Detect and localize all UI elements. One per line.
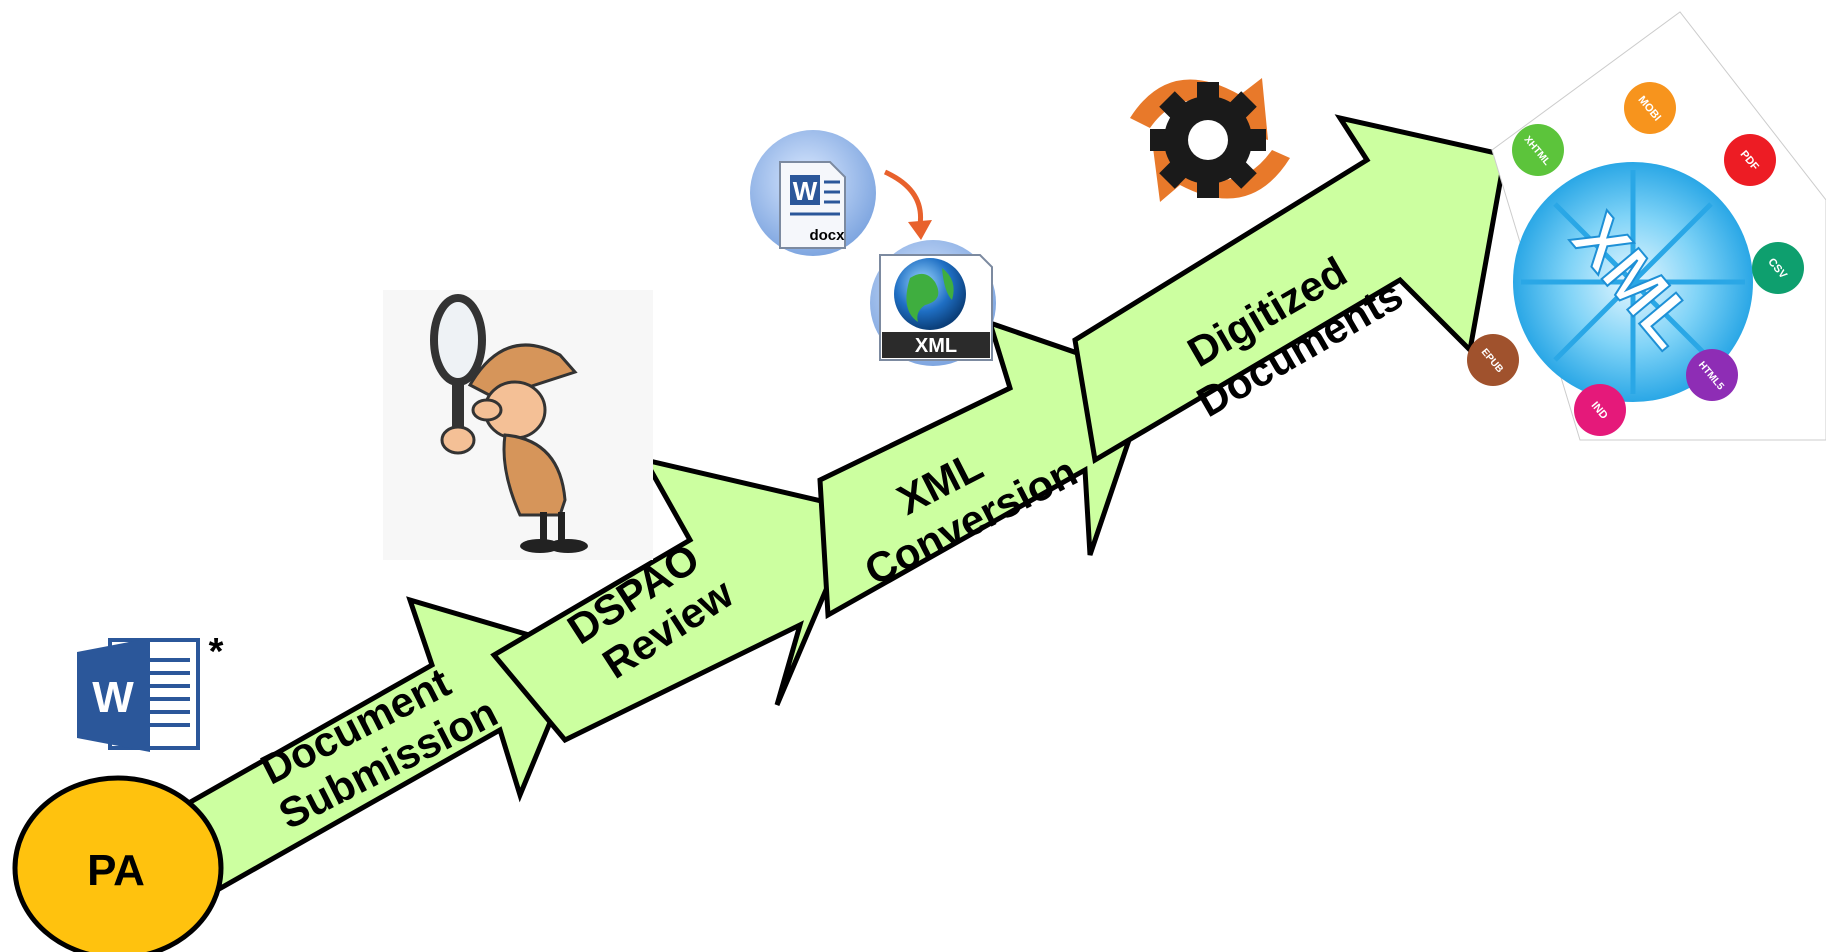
format-badge-xhtml: XHTML bbox=[1512, 124, 1564, 176]
word-document-icon: W bbox=[77, 638, 200, 752]
docx-label: docx bbox=[809, 227, 845, 244]
format-badge-html5: HTML5 bbox=[1686, 349, 1738, 401]
docx-to-xml-icons: W docx XML bbox=[750, 130, 996, 366]
asterisk-mark: * bbox=[209, 631, 224, 673]
xml-hub: XML XHTML MOBI PDF CSV HTML5 IND E bbox=[1467, 11, 1826, 441]
arrow-step-xml-conversion bbox=[817, 319, 1154, 620]
gear-cycle-icon bbox=[1130, 78, 1290, 202]
format-badge-csv: CSV bbox=[1752, 242, 1804, 294]
pa-circle bbox=[12, 775, 224, 952]
pa-label: PA bbox=[87, 846, 145, 895]
format-badge-epub: EPUB bbox=[1467, 334, 1519, 386]
gear-icon bbox=[1150, 82, 1266, 198]
format-badge-pdf: PDF bbox=[1724, 134, 1776, 186]
format-badge-mobi: MOBI bbox=[1624, 82, 1676, 134]
docx-word-letter: W bbox=[793, 176, 818, 206]
process-arrows bbox=[146, 114, 1508, 897]
arrow-step-digitized-documents bbox=[1072, 114, 1508, 465]
pa-node: PA bbox=[12, 775, 224, 952]
format-badge-ind: IND bbox=[1574, 384, 1626, 436]
arrow-step-dspao-review bbox=[490, 456, 864, 744]
detective-icon bbox=[383, 290, 653, 560]
hub-arrows bbox=[1521, 170, 1745, 394]
convert-arrow-icon bbox=[883, 169, 924, 226]
word-letter: W bbox=[92, 673, 134, 722]
xml-file-label: XML bbox=[915, 335, 957, 357]
arrow-step-document-submission bbox=[146, 596, 584, 897]
